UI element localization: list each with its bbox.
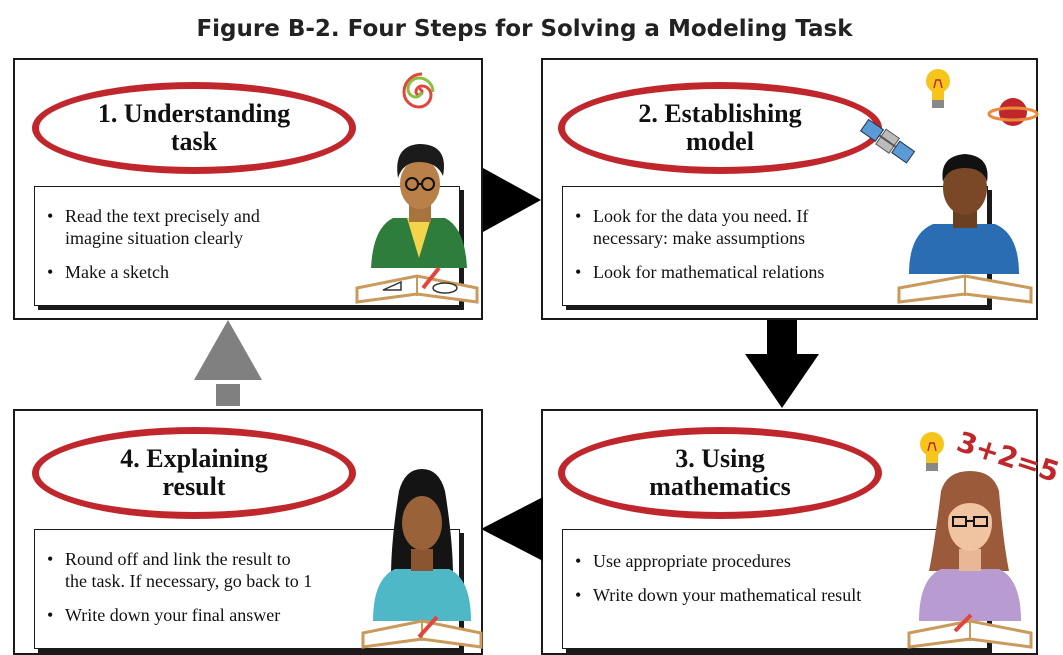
step-4-panel: 4. Explaining result Round off and link … [13,409,483,655]
step-4-bullet-1: Round off and link the result to the tas… [47,548,449,592]
step-2-bullet-2: Look for mathematical relations [575,261,977,283]
student-2-illustration [897,154,1033,304]
spiral-icon [402,72,435,109]
step-3-bullets-box: Use appropriate procedures Write down yo… [562,529,988,649]
lightbulb-icon [926,69,950,108]
step-1-bullet-2: Make a sketch [47,261,449,283]
student-3-illustration [907,471,1033,649]
step-1-panel: 1. Understanding task Read the text prec… [13,58,483,320]
arrow-step1-to-step2 [483,168,541,232]
step-3-panel: 3. Using mathematics Use appropriate pro… [541,409,1063,655]
step-2-heading-ellipse: 2. Establishing model [558,82,882,174]
arrow-step2-to-step3 [745,320,819,408]
step-1-heading: 1. Understanding task [97,99,291,156]
student-1-illustration [355,144,479,304]
lightbulb-icon [920,432,944,471]
step-3-bullet-2: Write down your mathematical result [575,584,977,606]
satellite-icon [859,118,916,164]
step-1-bullet-1: Read the text precisely and imagine situ… [47,205,449,249]
step-3-heading-ellipse: 3. Using mathematics [558,427,882,519]
step-4-heading: 4. Explaining result [120,444,268,501]
step-4-heading-ellipse: 4. Explaining result [32,427,356,519]
planet-icon [987,98,1039,126]
step-2-heading: 2. Establishing model [638,99,802,156]
figure-title: Figure B-2. Four Steps for Solving a Mod… [196,16,853,42]
arrow-step4-to-step1 [194,320,262,406]
step-2-bullet-1: Look for the data you need. If necessary… [575,205,977,249]
step-3-heading: 3. Using mathematics [649,444,791,501]
step-2-panel: 2. Establishing model Look for the data … [541,58,1039,320]
student-4-illustration [361,469,483,649]
step-1-heading-ellipse: 1. Understanding task [32,82,356,174]
arrow-step3-to-step4 [481,497,543,561]
step-4-bullet-2: Write down your final answer [47,604,449,626]
step-3-bullet-1: Use appropriate procedures [575,550,977,572]
